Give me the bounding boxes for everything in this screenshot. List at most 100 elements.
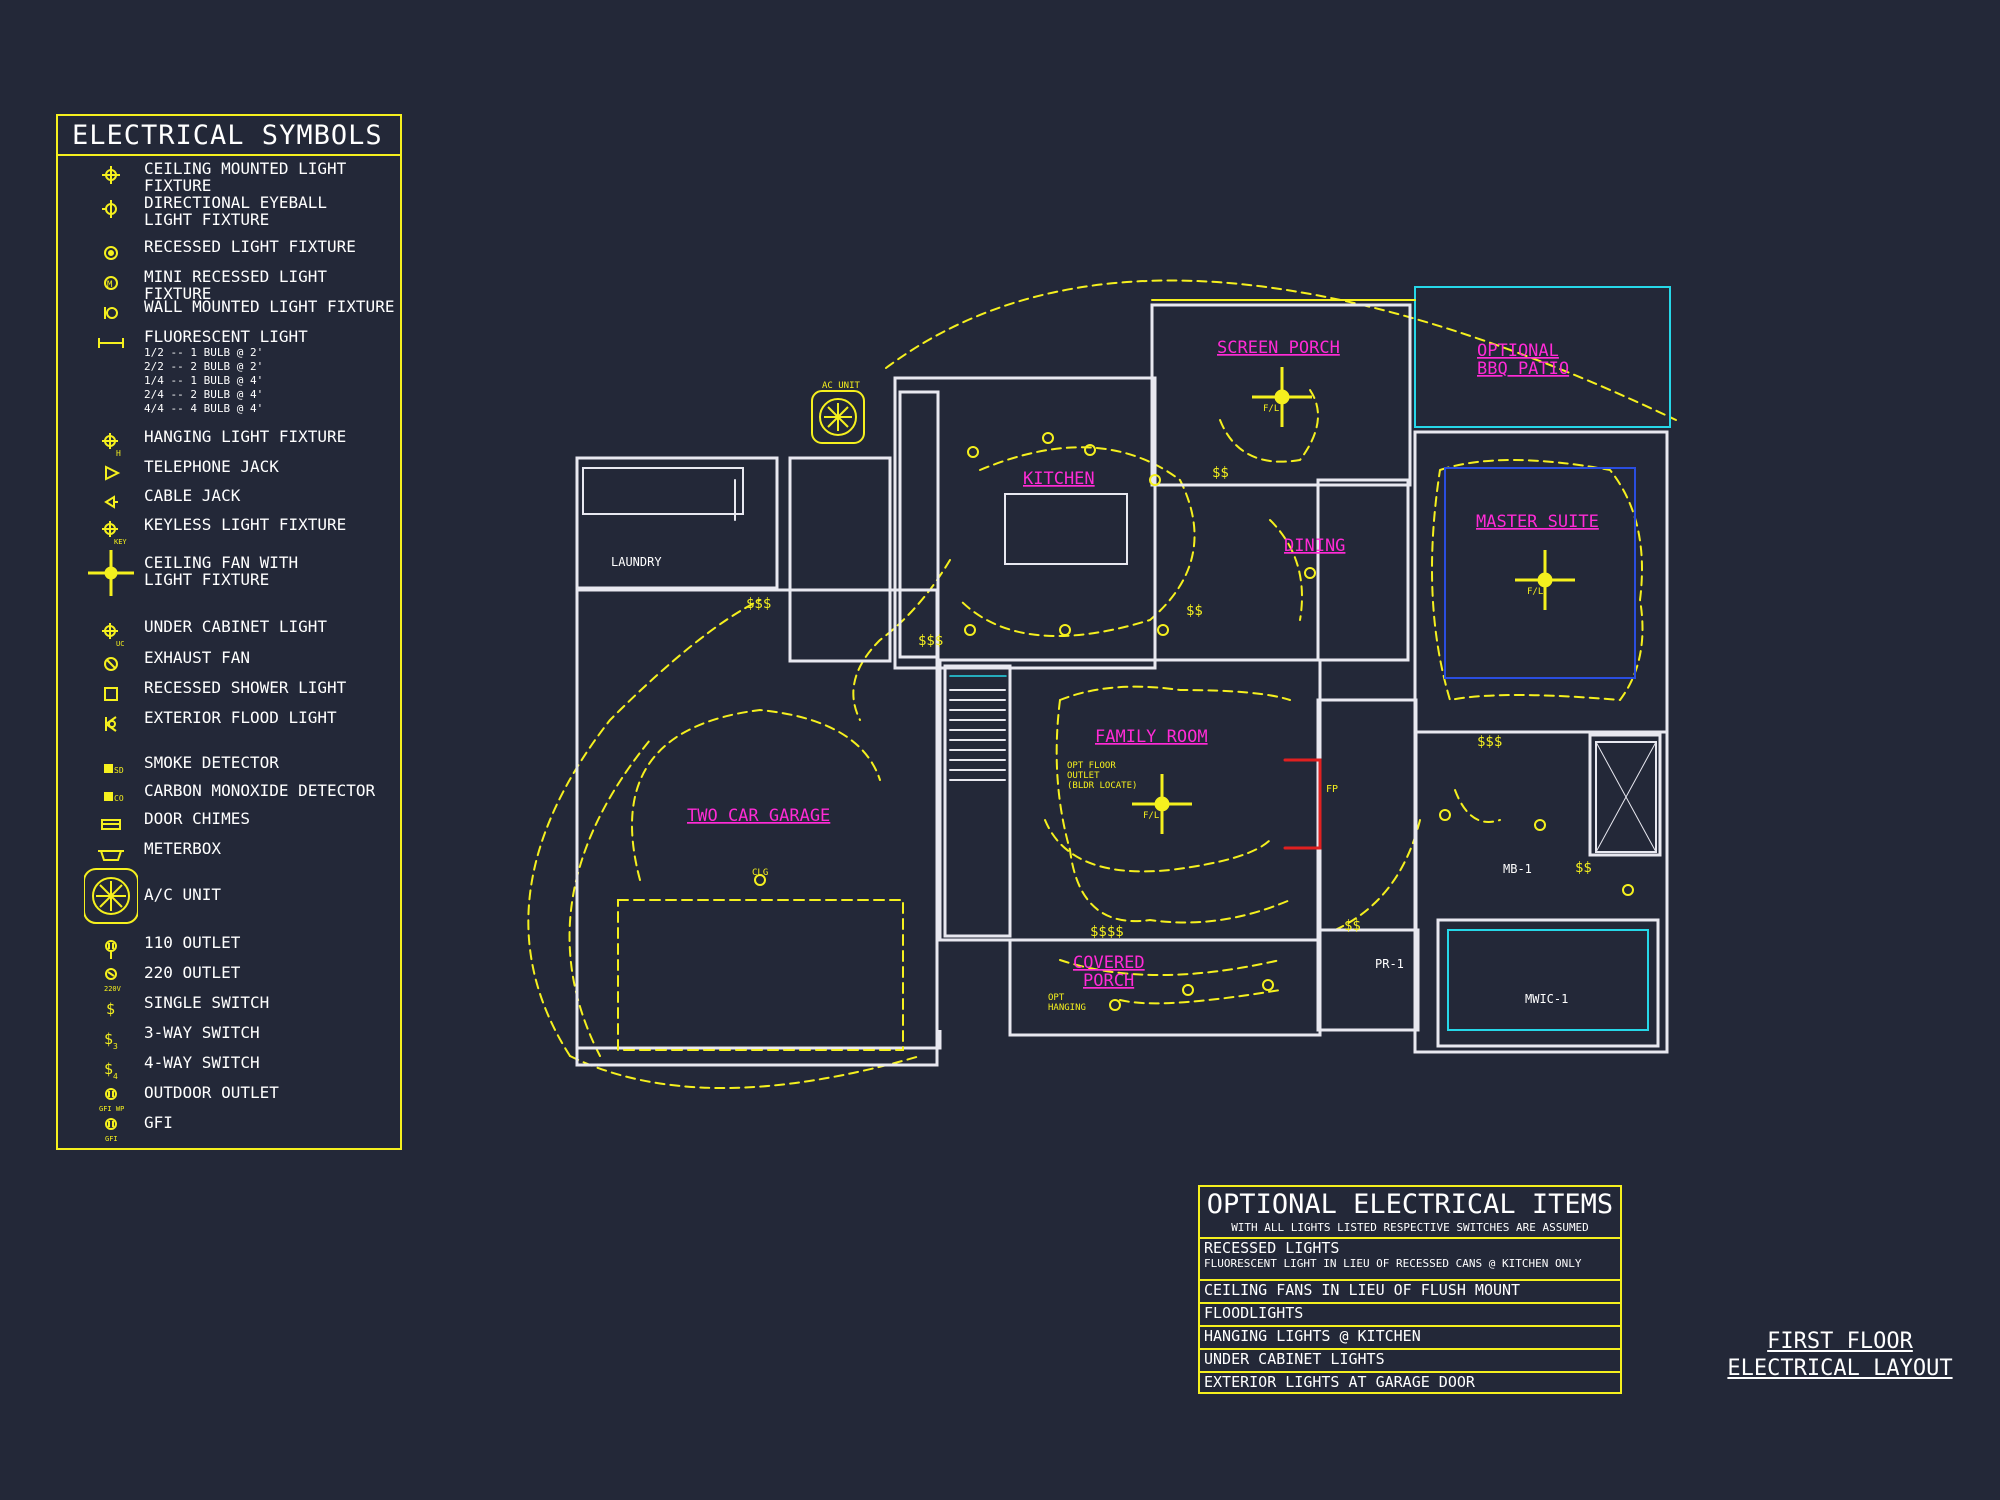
svg-text:$$: $$ [1575, 860, 1592, 876]
legend-label: CEILING MOUNTED LIGHT FIXTURE [144, 159, 347, 195]
optional-item-label: UNDER CABINET LIGHTS [1204, 1350, 1385, 1368]
legend-item-under-cabinet: UC UNDER CABINET LIGHT [58, 618, 400, 648]
ceiling-fan-icon [88, 550, 134, 596]
svg-text:H: H [116, 449, 121, 458]
legend-item-outdoor-outlet: GFI WP OUTDOOR OUTLET [58, 1084, 400, 1114]
smoke-detector-icon: SD [104, 764, 124, 775]
legend-item-ceiling-light: CEILING MOUNTED LIGHT FIXTURE [58, 160, 400, 194]
optional-item-row: EXTERIOR LIGHTS AT GARAGE DOOR [1200, 1371, 1620, 1394]
ac-unit-plan [811, 390, 865, 444]
keyless-light-icon: KEY [102, 521, 127, 546]
outlet-110-icon [105, 940, 117, 959]
svg-text:$$: $$ [1186, 603, 1203, 619]
svg-text:UC: UC [116, 640, 124, 648]
legend-item-flood-light: EXTERIOR FLOOD LIGHT [58, 709, 400, 739]
optional-item-label: RECESSED LIGHTS [1204, 1239, 1340, 1257]
svg-text:$$$: $$$ [1477, 734, 1502, 750]
legend-item-recessed-light: RECESSED LIGHT FIXTURE [58, 238, 400, 268]
label-fireplace: FP [1326, 784, 1338, 795]
svg-text:KEY: KEY [114, 538, 127, 546]
label-mb1: MB-1 [1503, 862, 1532, 876]
legend-label: SINGLE SWITCH [144, 993, 270, 1012]
label-laundry: LAUNDRY [611, 555, 662, 569]
recessed-light-icon [104, 246, 118, 260]
label-pr1: PR-1 [1375, 957, 1404, 971]
legend-label: CARBON MONOXIDE DETECTOR [144, 781, 376, 800]
hanging-light-icon: H [102, 433, 121, 458]
svg-text:$$$: $$$ [918, 633, 943, 649]
room-label-master-suite: MASTER SUITE [1476, 512, 1599, 532]
door-chimes-icon [101, 819, 121, 830]
legend-label: 110 OUTLET [144, 933, 241, 952]
telephone-jack-icon [105, 465, 121, 481]
shower-light-icon [104, 687, 118, 701]
legend-item-hanging-light: H HANGING LIGHT FIXTURE [58, 428, 400, 458]
legend-item-fluorescent: FLUORESCENT LIGHT 1/2 -- 1 BULB @ 2' 2/2… [58, 328, 400, 418]
wall-light-icon [104, 307, 118, 319]
svg-text:$: $ [106, 1000, 115, 1018]
label-fan-screen-porch: F/L [1263, 404, 1279, 414]
sheet-title: FIRST FLOOR ELECTRICAL LAYOUT [1720, 1328, 1960, 1382]
svg-text:$$: $$ [1344, 918, 1361, 934]
room-label-kitchen: KITCHEN [1023, 469, 1095, 489]
legend-item-ceiling-fan: CEILING FAN WITH LIGHT FIXTURE [58, 546, 400, 600]
legend-item-ac-unit: A/C UNIT [58, 868, 400, 924]
under-cabinet-light-icon: UC [102, 623, 124, 648]
legend-label: DIRECTIONAL EYEBALL LIGHT FIXTURE [144, 193, 328, 229]
ceiling-lights [754, 432, 1634, 1011]
room-label-family-room: FAMILY ROOM [1095, 727, 1208, 747]
label-fan-master: F/L [1527, 587, 1543, 597]
room-label-dining: DINING [1284, 536, 1345, 556]
sheet-title-line2: ELECTRICAL LAYOUT [1727, 1356, 1953, 1381]
optional-items-table: OPTIONAL ELECTRICAL ITEMS WITH ALL LIGHT… [1198, 1185, 1622, 1394]
optional-item-label: HANGING LIGHTS @ KITCHEN [1204, 1327, 1421, 1345]
room-label-covered-porch-line2: PORCH [1083, 971, 1134, 991]
room-label-covered-porch-line1: COVERED [1073, 953, 1145, 973]
svg-text:M: M [107, 280, 113, 290]
label-ac-unit: AC UNIT [822, 381, 861, 391]
legend-item-mini-recessed: M MINI RECESSED LIGHT FIXTURE [58, 268, 400, 302]
optional-items-subtitle: WITH ALL LIGHTS LISTED RESPECTIVE SWITCH… [1231, 1221, 1589, 1234]
room-label-bbq-patio-line1: OPTIONAL [1477, 341, 1559, 361]
legend-label: EXHAUST FAN [144, 648, 250, 667]
legend-label: 4-WAY SWITCH [144, 1053, 260, 1072]
exhaust-fan-icon [104, 657, 118, 671]
legend-electrical-symbols: ELECTRICAL SYMBOLS CEILING MOUNTED LIGHT… [56, 114, 402, 1150]
legend-label: HANGING LIGHT FIXTURE [144, 427, 347, 446]
single-switch-icon: $ [106, 1000, 115, 1018]
legend-label: GFI [144, 1113, 173, 1132]
legend-item-telephone-jack: TELEPHONE JACK [58, 458, 400, 488]
mini-recessed-light-icon: M [104, 276, 118, 290]
svg-text:$$$$: $$$$ [1090, 924, 1124, 940]
svg-text:$$: $$ [1212, 465, 1229, 481]
svg-text:CO: CO [114, 794, 124, 803]
legend-item-outlet-110: 110 OUTLET [58, 934, 400, 964]
legend-label: SMOKE DETECTOR [144, 753, 279, 772]
legend-item-wall-light: WALL MOUNTED LIGHT FIXTURE [58, 298, 400, 328]
meterbox-icon [98, 850, 124, 861]
legend-label: UNDER CABINET LIGHT [144, 617, 328, 636]
fluorescent-light-icon [98, 338, 124, 348]
optional-item-row: HANGING LIGHTS @ KITCHEN [1200, 1325, 1620, 1348]
legend-sublabel: 1/2 -- 1 BULB @ 2' 2/2 -- 2 BULB @ 2' 1/… [144, 346, 264, 415]
outlet-220-icon: 220V [104, 968, 122, 993]
legend-label: OUTDOOR OUTLET [144, 1083, 279, 1102]
optional-items-title: OPTIONAL ELECTRICAL ITEMS [1206, 1189, 1614, 1220]
walls [575, 303, 1669, 1067]
legend-item-co-detector: CO CARBON MONOXIDE DETECTOR [58, 782, 400, 812]
optional-item-label: FLOODLIGHTS [1204, 1304, 1304, 1322]
legend-item-three-way-switch: $3 3-WAY SWITCH [58, 1024, 400, 1054]
legend-item-outlet-220: 220V 220 OUTLET [58, 964, 400, 994]
svg-text:$: $ [104, 1030, 113, 1048]
legend-label: MINI RECESSED LIGHT FIXTURE [144, 267, 328, 303]
label-mwic1: MWIC-1 [1525, 992, 1568, 1006]
legend-label: WALL MOUNTED LIGHT FIXTURE [144, 297, 395, 316]
ceiling-light-icon [102, 166, 120, 184]
room-label-screen-porch: SCREEN PORCH [1217, 338, 1340, 358]
legend-label: 3-WAY SWITCH [144, 1023, 260, 1042]
legend-item-gfi: GFI GFI [58, 1114, 400, 1144]
legend-item-exhaust-fan: EXHAUST FAN [58, 649, 400, 679]
svg-text:$$$: $$$ [746, 596, 771, 612]
legend-item-door-chimes: DOOR CHIMES [58, 810, 400, 840]
